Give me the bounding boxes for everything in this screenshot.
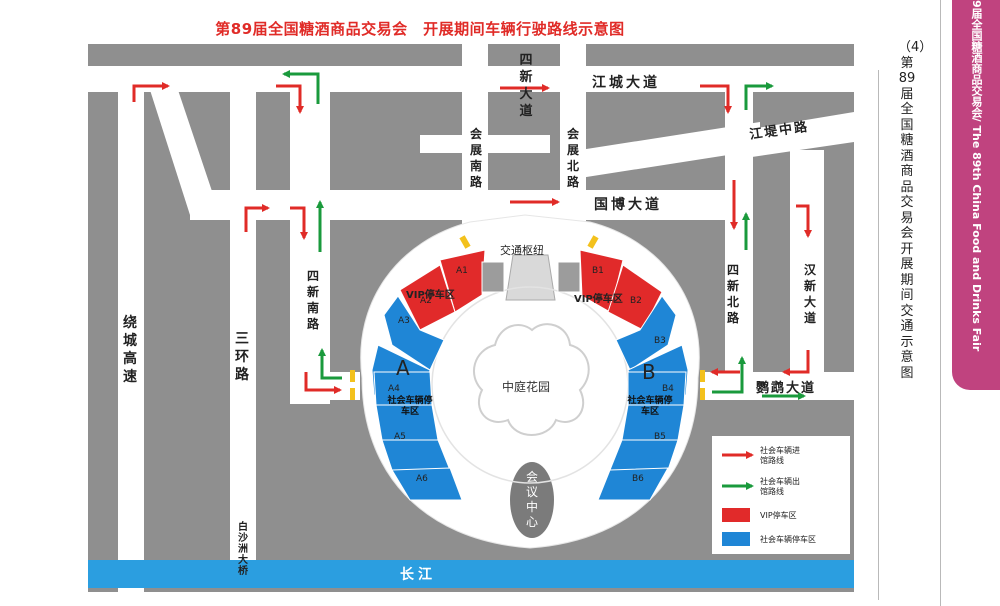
conference-label: 会议中心 — [525, 470, 538, 529]
garden-label: 中庭花园 — [502, 380, 551, 394]
hall-a1: A1 — [456, 266, 468, 276]
hall-b-label: B — [642, 360, 656, 384]
in-route-arrows — [132, 82, 812, 394]
road-label-sixin-south: 四新南路 — [306, 269, 319, 331]
page-caption: （4）第89届全国糖酒商品交易会 开展期间交通示意图 — [898, 40, 933, 381]
gates — [350, 235, 705, 400]
road-network — [88, 40, 854, 592]
road-label-sixin-north: 四新北路 — [726, 263, 739, 325]
road-label-raocheng: 绕城高速 — [123, 315, 137, 385]
side-tab: 9届全国糖酒商品交易会/ The 89th China Food and Dri… — [952, 0, 1000, 390]
hall-a-label: A — [396, 356, 410, 380]
road-label-huizhan-north: 会展北路 — [566, 127, 579, 189]
out-route-arrows — [282, 70, 806, 400]
road-label-sixin-top: 四新大道 — [519, 53, 533, 119]
hall-b1: B1 — [592, 266, 604, 276]
road-label-yingwu: 鹦鹉大道 — [756, 381, 817, 396]
public-zone-b — [597, 295, 689, 501]
hall-a4: A4 — [388, 384, 400, 394]
legend-out-label: 社会车辆出馆路线 — [760, 477, 800, 496]
vip-label-b: VIP停车区 — [574, 294, 623, 305]
public-zone-a — [371, 295, 463, 501]
road-label-baishazhou: 白沙洲大桥 — [238, 522, 248, 577]
page-divider-left — [878, 70, 879, 600]
vip-label-a: VIP停车区 — [406, 290, 455, 301]
road-label-hanxin: 汉新大道 — [803, 263, 816, 325]
map-title: 第89届全国糖酒商品交易会 开展期间车辆行驶路线示意图 — [215, 20, 625, 38]
hall-b6: B6 — [632, 474, 644, 484]
central-garden — [473, 323, 590, 436]
hall-b5: B5 — [654, 432, 666, 442]
side-tab-text: 9届全国糖酒商品交易会/ The 89th China Food and Dri… — [970, 0, 983, 352]
hall-b3: B3 — [654, 336, 666, 346]
road-label-jiangcheng: 江城大道 — [592, 75, 660, 91]
hall-a2: A2 — [420, 296, 432, 306]
hall-a6: A6 — [416, 474, 428, 484]
page-divider-right — [940, 0, 941, 606]
conference-center — [510, 462, 554, 538]
hall-a5: A5 — [394, 432, 406, 442]
vip-zone-b — [557, 249, 663, 331]
public-label-b: 社会车辆停车区 — [627, 396, 673, 417]
legend-vip-label: VIP停车区 — [760, 511, 797, 520]
transport-hub-label: 交通枢纽 — [500, 244, 544, 257]
river-label: 长江 — [400, 567, 436, 583]
road-label-huizhan-south: 会展南路 — [469, 127, 482, 189]
river-changjiang — [88, 560, 854, 588]
public-label-a: 社会车辆停车区 — [387, 396, 433, 417]
vip-zone-a — [399, 249, 505, 331]
hall-a3: A3 — [398, 316, 410, 326]
transport-hub — [505, 254, 556, 301]
legend-public-label: 社会车辆停车区 — [760, 535, 816, 544]
legend-vip-swatch — [722, 508, 750, 522]
road-label-sanhuan: 三环路 — [235, 331, 249, 383]
hall-b4: B4 — [662, 384, 674, 394]
legend-public-swatch — [722, 532, 750, 546]
legend-in-label: 社会车辆进馆路线 — [760, 446, 800, 465]
road-label-guobo: 国博大道 — [594, 197, 662, 213]
hall-b2: B2 — [630, 296, 642, 306]
